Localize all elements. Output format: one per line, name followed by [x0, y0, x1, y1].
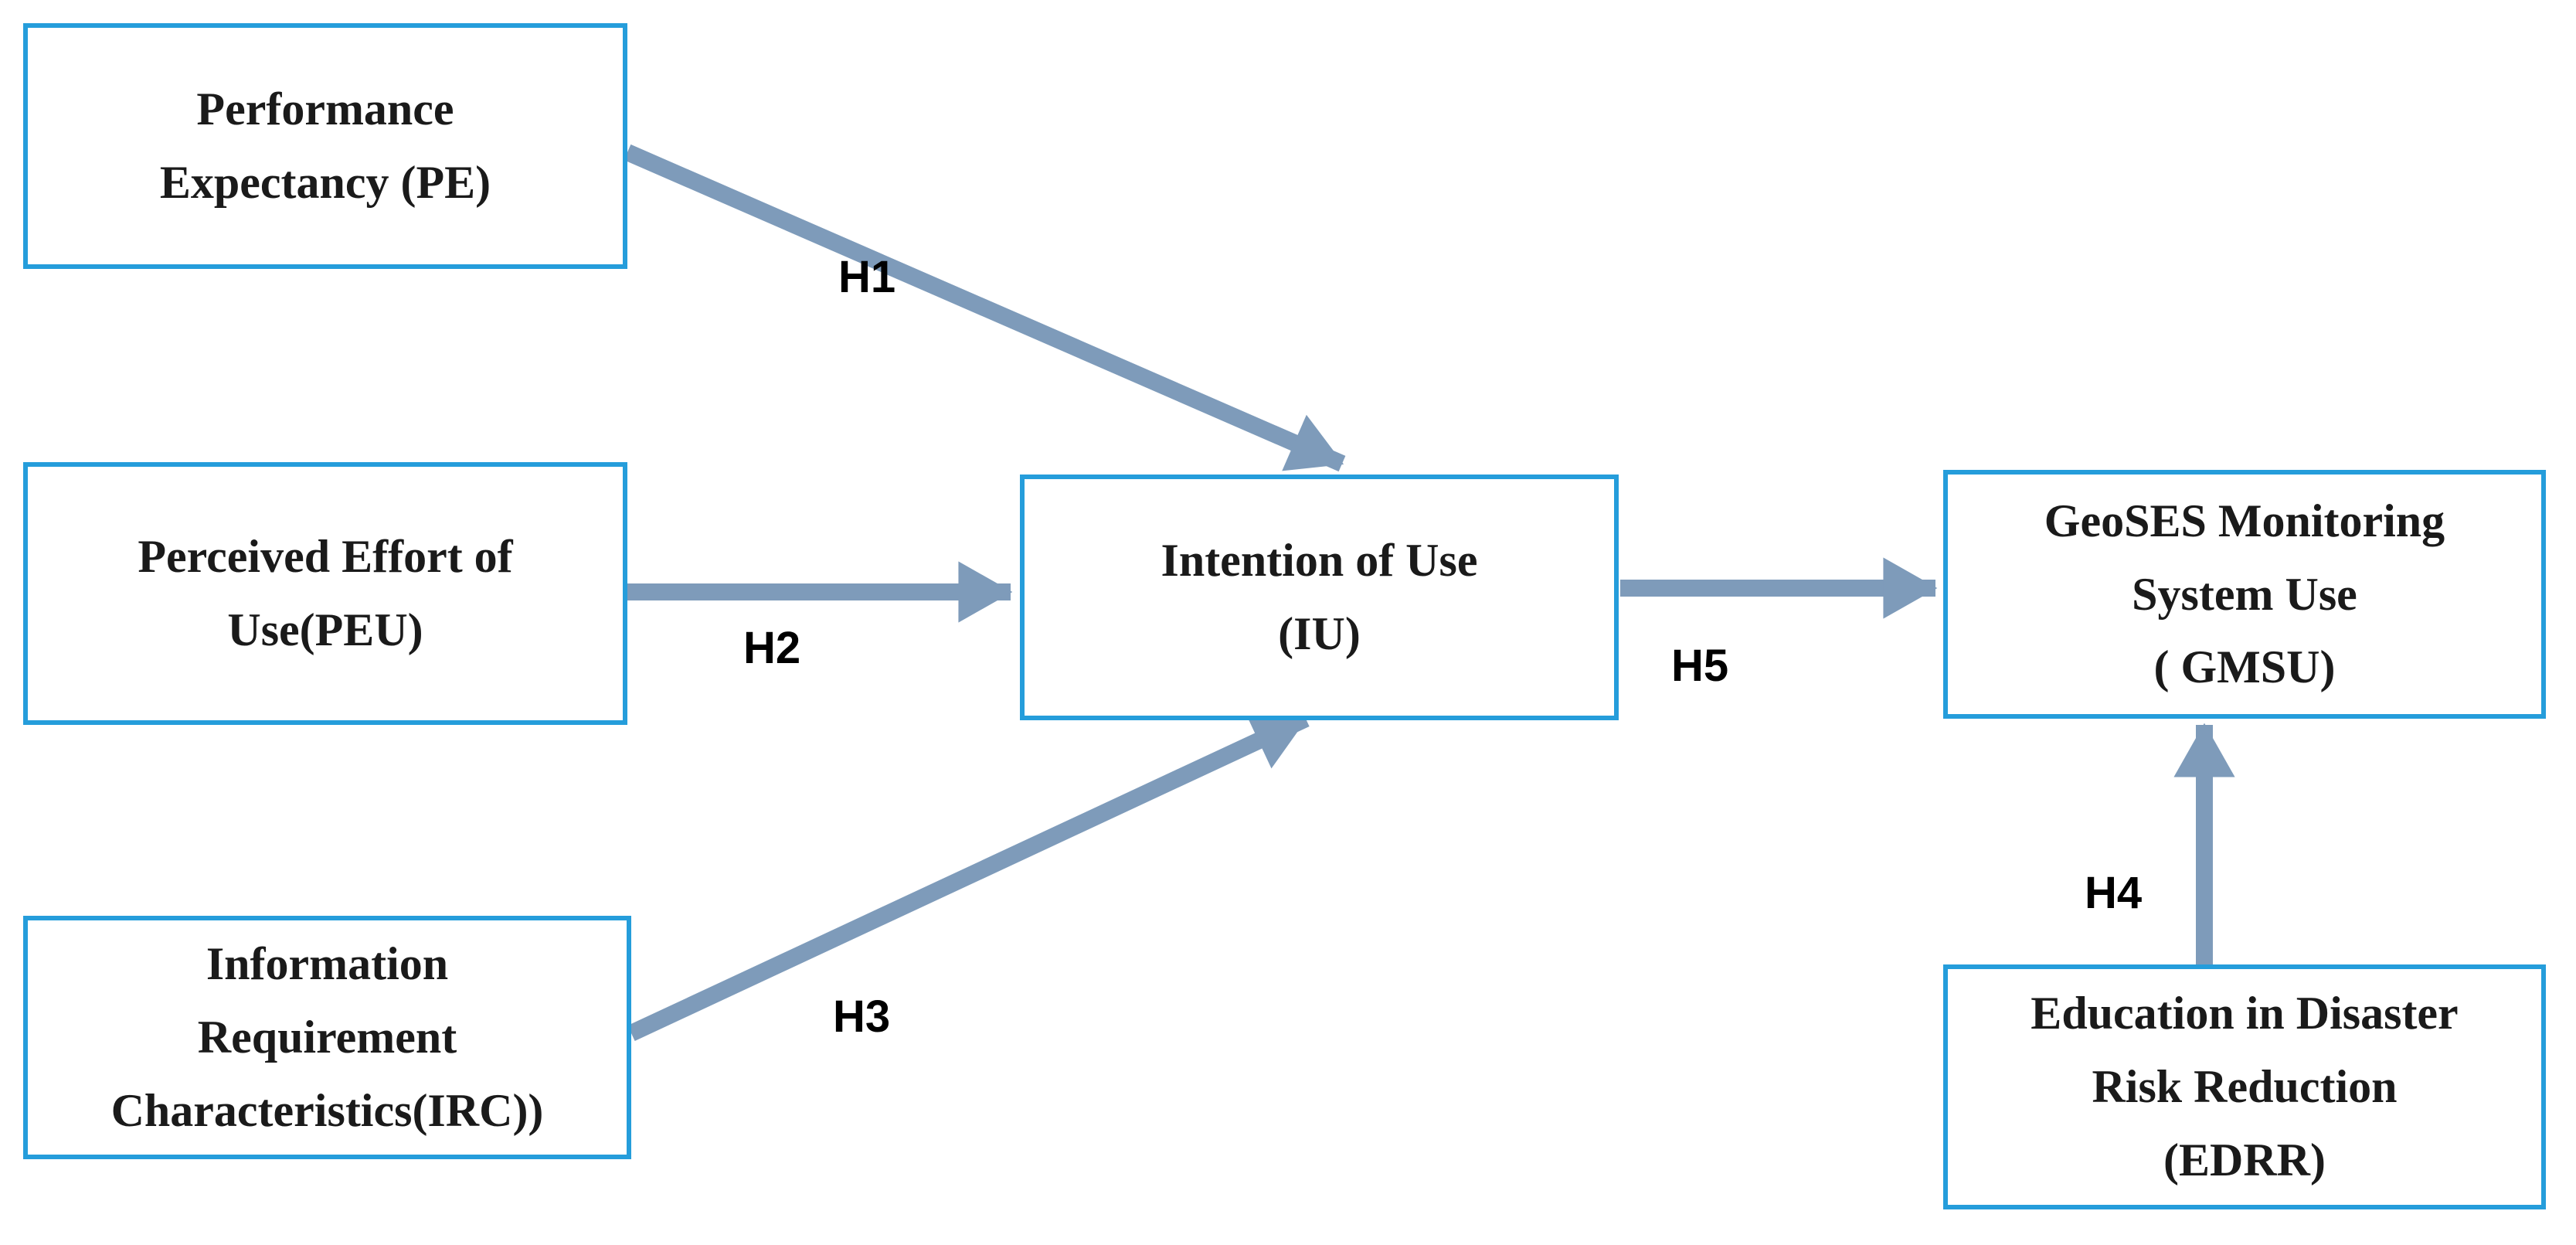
- hypothesis-label-h3: H3: [833, 992, 891, 1042]
- h1-arrow: [624, 144, 1346, 472]
- node-education-in-disaster-risk-reduction: Education in Disaster Risk Reduction (ED…: [1943, 964, 2546, 1209]
- node-intention-of-use: Intention of Use (IU): [1020, 475, 1619, 720]
- node-geoses-monitoring-system-use: GeoSES Monitoring System Use ( GMSU): [1943, 470, 2546, 719]
- hypothesis-label-h5: H5: [1671, 641, 1729, 691]
- node-perceived-effort-of-use: Perceived Effort of Use(PEU): [23, 462, 627, 725]
- hypothesis-label-h1: H1: [838, 252, 896, 302]
- hypothesis-label-h2: H2: [743, 623, 801, 673]
- hypothesis-label-h4: H4: [2085, 868, 2143, 918]
- h3-arrow: [627, 711, 1310, 1041]
- node-performance-expectancy: Performance Expectancy (PE): [23, 23, 627, 269]
- node-information-requirement-characteristics: Information Requirement Characteristics(…: [23, 916, 631, 1159]
